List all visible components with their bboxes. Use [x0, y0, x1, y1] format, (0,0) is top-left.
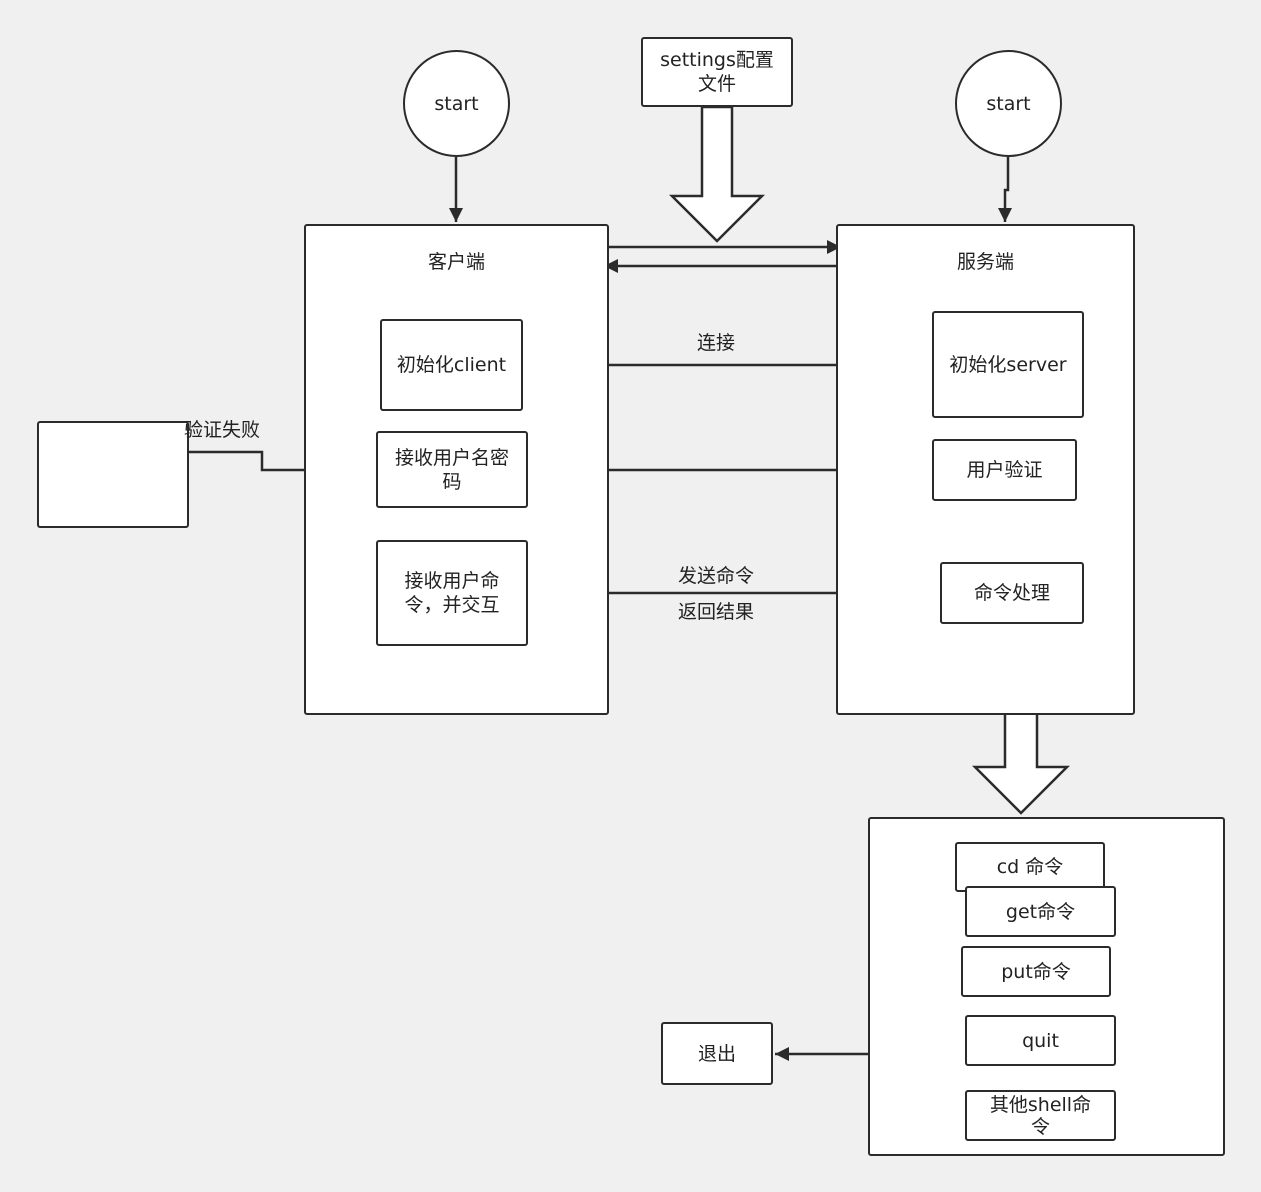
user-auth-label: 用户验证: [966, 459, 1043, 481]
start-client-node: start: [403, 50, 510, 157]
start-to-server-edge: [998, 157, 1012, 222]
start-server-label: start: [986, 92, 1031, 115]
recv-login-label: 接收用户名密 码: [394, 446, 509, 493]
recv-login-node: 接收用户名密 码: [376, 431, 528, 508]
auth-fail-edge-label: 验证失败: [184, 419, 261, 441]
user-auth-node: 用户验证: [932, 439, 1077, 501]
init-server-node: 初始化server: [932, 311, 1084, 418]
start-server-node: start: [955, 50, 1062, 157]
init-client-label: 初始化client: [396, 354, 507, 376]
start-client-label: start: [434, 92, 479, 115]
cmd-other-label: 其他shell命 令: [989, 1093, 1092, 1138]
server-title: 服务端: [956, 251, 1014, 273]
exit-node: 退出: [661, 1022, 773, 1085]
cmd-handle-node: 命令处理: [940, 562, 1084, 624]
init-server-label: 初始化server: [949, 353, 1067, 376]
cmd-cd-label: cd 命令: [996, 856, 1064, 878]
send-cmd-edge-label: 发送命令: [678, 565, 755, 587]
cmd-get-node: get命令: [965, 886, 1116, 937]
cmd-put-node: put命令: [961, 946, 1111, 997]
auth-fail-target-node: [37, 421, 189, 528]
cmd-cd-node: cd 命令: [955, 842, 1105, 892]
cmd-put-label: put命令: [1001, 960, 1071, 983]
cmd-quit-label: quit: [1022, 1029, 1059, 1052]
exit-label: 退出: [697, 1042, 736, 1065]
recv-cmd-label: 接收用户命 令，并交互: [404, 570, 500, 616]
settings-label: settings配置 文件: [660, 49, 774, 95]
cmd-other-node: 其他shell命 令: [965, 1090, 1116, 1141]
settings-big-arrow: [668, 105, 766, 243]
recv-cmd-node: 接收用户命 令，并交互: [376, 540, 528, 646]
init-client-node: 初始化client: [380, 319, 523, 411]
connect-edge-label: 连接: [697, 332, 736, 354]
return-result-edge-label: 返回结果: [678, 601, 755, 623]
settings-node: settings配置 文件: [641, 37, 793, 107]
cmd-get-label: get命令: [1005, 900, 1076, 923]
client-title: 客户端: [427, 251, 485, 273]
cmd-quit-node: quit: [965, 1015, 1116, 1066]
cmd-handle-label: 命令处理: [973, 582, 1050, 604]
